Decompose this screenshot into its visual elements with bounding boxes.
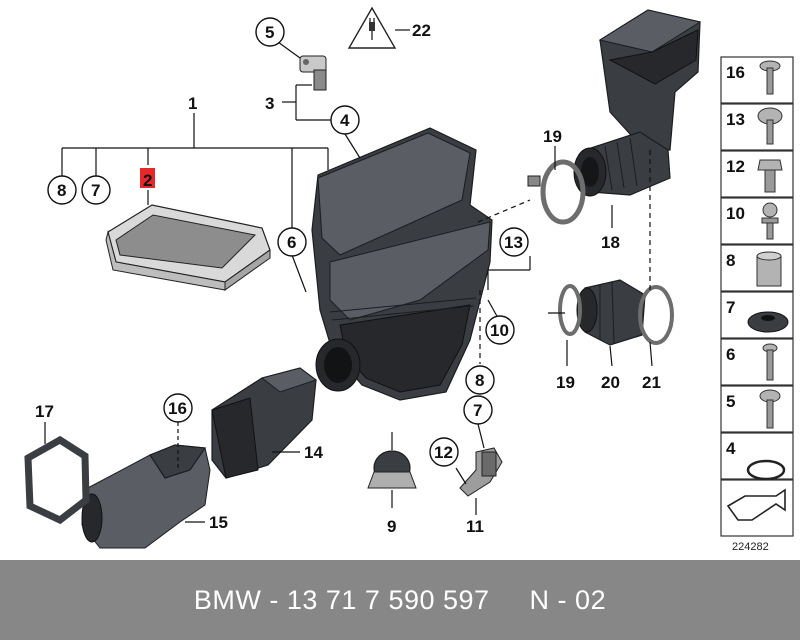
hose-clamp-21 [638, 285, 674, 345]
callout-7b-circle [463, 395, 493, 425]
air-duct-14 [211, 367, 318, 479]
screw-icon-6 [762, 343, 778, 381]
callout-17: 17 [35, 402, 54, 421]
panel-box-5 [720, 385, 794, 433]
intake-sleeve-20 [576, 279, 646, 346]
rubber-mount-9 [367, 450, 417, 489]
callout-8-circle [47, 175, 77, 205]
highlight-marker [140, 168, 155, 188]
screw-icon-13 [757, 107, 783, 145]
callout-13-circle [499, 227, 529, 257]
grommet-icon-7 [747, 311, 789, 333]
screw-icon-16 [759, 60, 781, 95]
intake-snorkel [598, 9, 702, 151]
hose-clamp-19-lower [558, 284, 582, 336]
callout-5-circle [255, 17, 285, 47]
intake-bellows-18 [573, 131, 671, 197]
callout-21: 21 [642, 373, 661, 392]
callout-19-upper: 19 [543, 127, 562, 146]
panel-label-16: 16 [726, 63, 745, 82]
callout-6-circle [277, 227, 307, 257]
panel-box-6 [720, 338, 794, 386]
panel-label-10: 10 [726, 204, 745, 223]
callout-circles [47, 17, 529, 467]
panel-label-4: 4 [726, 439, 736, 458]
callout-15: 15 [209, 513, 228, 532]
panel-box-16 [720, 56, 794, 104]
callout-7-lower: 7 [473, 401, 482, 420]
panel-label-13: 13 [726, 110, 745, 129]
callout-22: 22 [412, 21, 431, 40]
leader-lines [44, 29, 653, 523]
panel-label-7: 7 [726, 298, 735, 317]
electrical-warning-icon [347, 6, 397, 49]
o-ring-icon-4 [746, 459, 786, 481]
callout-5: 5 [265, 23, 274, 42]
footer-bar: BMW - 13 71 7 590 597 N - 02 [0, 560, 800, 640]
callout-8-lower: 8 [475, 371, 484, 390]
callout-10-circle [485, 315, 515, 345]
air-guide-15 [81, 444, 211, 549]
callout-8b-circle [465, 365, 495, 395]
intake-air-sensor [299, 55, 327, 91]
callout-9: 9 [387, 517, 396, 536]
panel-box-4 [720, 432, 794, 480]
hardware-panel: 16 13 12 10 8 7 6 5 4 [720, 56, 794, 537]
sleeve-icon-8 [756, 251, 782, 287]
bracket-11 [459, 447, 503, 497]
callout-7-circle [81, 175, 111, 205]
callout-6: 6 [287, 233, 296, 252]
panel-label-5: 5 [726, 392, 735, 411]
panel-box-13 [720, 103, 794, 151]
hose-clamp-19-upper [527, 159, 586, 225]
panel-label-12: 12 [726, 157, 745, 176]
callout-1: 1 [188, 94, 197, 113]
callout-16-circle [163, 393, 193, 423]
callout-4-circle [330, 105, 360, 135]
air-filter-element [105, 204, 271, 291]
callout-7: 7 [91, 181, 100, 200]
forward-arrow-icon [726, 488, 786, 521]
panel-box-12 [720, 150, 794, 198]
callout-13: 13 [504, 233, 523, 252]
callout-16: 16 [168, 399, 187, 418]
callout-4: 4 [340, 111, 350, 130]
callout-11: 11 [466, 517, 484, 536]
air-filter-housing [311, 127, 493, 401]
screw-icon-5 [759, 389, 781, 429]
seal-frame-17 [24, 435, 90, 525]
reference-number: 224282 [732, 541, 769, 553]
callout-3: 3 [265, 94, 274, 113]
callout-12: 12 [434, 443, 453, 462]
ball-stud-icon-10 [761, 202, 779, 240]
panel-label-6: 6 [726, 345, 735, 364]
callout-18: 18 [601, 233, 620, 252]
exploded-parts-diagram: 1 2 3 4 5 6 7 8 22 19 18 13 10 8 7 12 11… [24, 6, 794, 549]
callout-2: 2 [143, 171, 152, 190]
callout-20: 20 [601, 373, 620, 392]
callout-labels: 1 2 3 4 5 6 7 8 22 19 18 13 10 8 7 12 11… [35, 21, 661, 536]
callout-14: 14 [304, 443, 323, 462]
panel-label-8: 8 [726, 251, 735, 270]
bolt-icon-12 [757, 159, 783, 193]
callout-19-lower: 19 [556, 373, 575, 392]
part-number-text: BMW - 13 71 7 590 597 N - 02 [193, 584, 607, 615]
callout-12-circle [429, 437, 459, 467]
panel-box-10 [720, 197, 794, 245]
callout-10: 10 [490, 321, 509, 340]
callout-8: 8 [57, 181, 66, 200]
